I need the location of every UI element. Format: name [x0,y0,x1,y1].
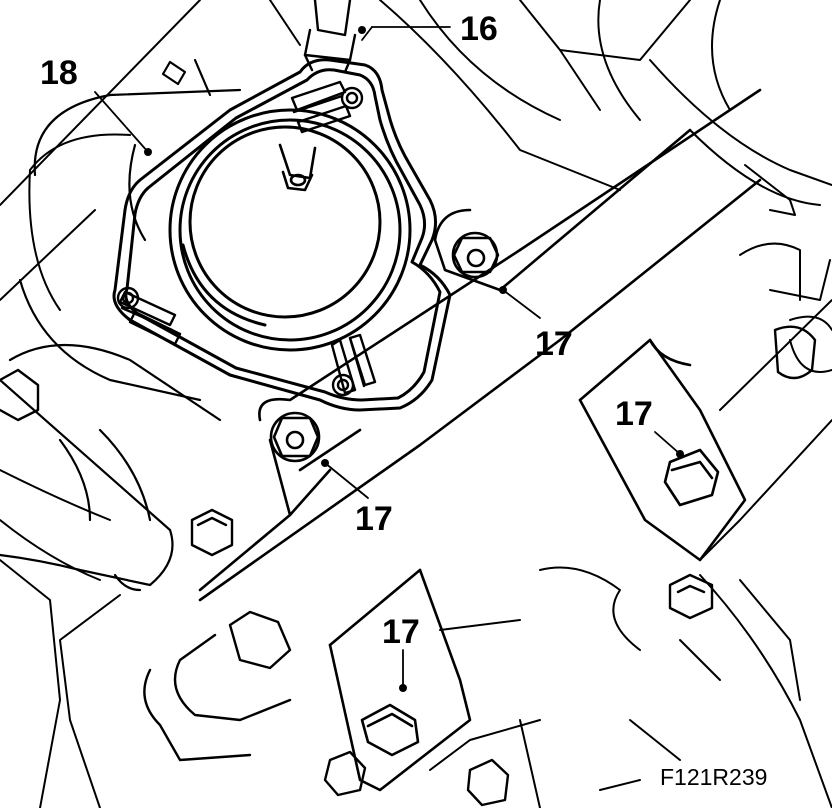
oxygen-sensor [303,0,357,74]
center-stud [278,143,317,192]
callout-18: 18 [40,54,78,92]
leader-dots [144,26,684,692]
callout-17-middle: 17 [355,500,393,538]
flange-plate [112,58,452,412]
callout-17-lower: 17 [382,613,420,651]
callout-16: 16 [460,10,498,48]
flange-opening [168,108,412,352]
flange-stud-top [290,80,364,134]
bracket-nut-upper [451,231,500,279]
callout-17-upper: 17 [535,325,573,363]
exhaust-pipe [0,343,222,592]
bracket-nut-lower [360,703,420,757]
converter-housing [18,58,242,402]
callout-17-right: 17 [615,395,653,433]
mounting-bracket [198,88,762,792]
bracket-nut-middle [269,411,321,463]
figure-id: F121R239 [660,764,767,790]
engine-bolts [0,325,817,807]
flange-stud-bottom [330,333,377,397]
flange-stud-left [116,286,182,346]
bracket-nut-right [663,448,720,507]
leader-lines [94,26,681,689]
